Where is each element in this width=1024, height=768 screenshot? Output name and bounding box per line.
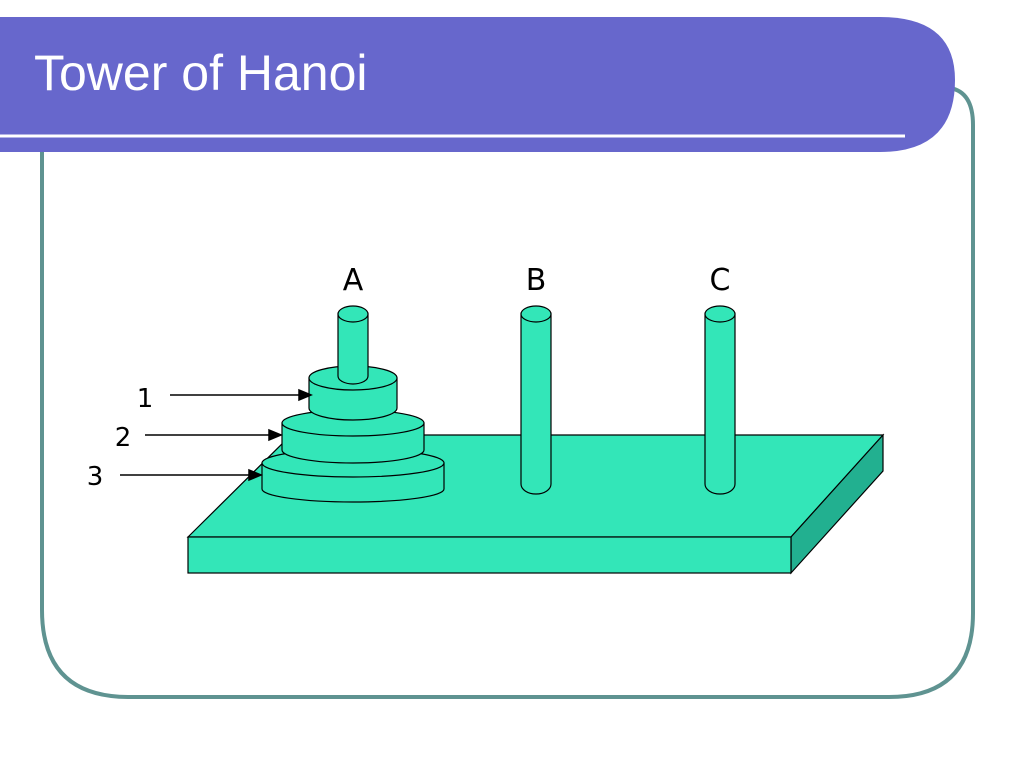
peg-label-c: C: [710, 263, 731, 298]
disk-2: [281, 409, 425, 464]
disk-label-3: 3: [87, 462, 104, 492]
content-frame: [40, 86, 975, 699]
peg-c: [704, 305, 736, 495]
disk-arrows: [120, 388, 313, 482]
disk-label-1: 1: [137, 384, 154, 414]
disk-1: [308, 365, 398, 421]
slide-title: Tower of Hanoi: [34, 45, 368, 101]
peg-b: [520, 305, 552, 495]
title-bar: [0, 17, 955, 152]
disk-label-2: 2: [115, 423, 132, 453]
peg-a: [337, 305, 369, 385]
peg-label-b: B: [526, 263, 547, 298]
peg-label-a: A: [343, 263, 364, 298]
arrow-disk-2: [145, 428, 283, 442]
arrow-disk-3: [120, 468, 263, 482]
arrow-disk-1: [170, 388, 313, 402]
